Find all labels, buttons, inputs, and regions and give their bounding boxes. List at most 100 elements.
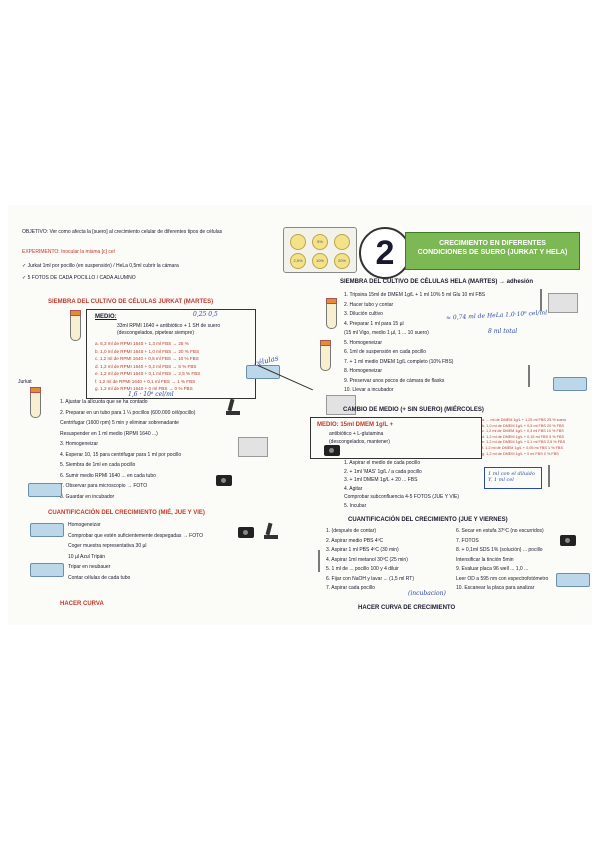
microscope-icon-2: [264, 523, 278, 539]
jurkat-cuant-step: Comprobar que estén suficientemente desp…: [68, 532, 203, 539]
hela-step: 9. Preservar unos pocos de cámara de fla…: [344, 377, 445, 384]
jurkat-plate-icon-2: [28, 483, 62, 497]
hela-dilution-row: b. 1,0 ml de DMEM 1g/L + 0,5 ml FBS 20 %…: [482, 423, 565, 428]
hela-cuant-right-step: 8. + 0,1ml SDS 1% (solución) ... pocillo: [456, 547, 543, 553]
camera-icon-1: [216, 475, 232, 486]
jurkat-step: Centrifugar (1600 rpm) 5 min y eliminar …: [60, 420, 179, 426]
hela-cambio-step: 4. Agitar: [344, 485, 363, 492]
hela-cambio-step: 2. + 1ml 'MAS' 1g/L / a cada pocillo: [344, 468, 422, 475]
jurkat-cuant-step: Coger muestra representativa 30 µl: [68, 543, 147, 549]
hela-step: 6. 1ml de suspensión en cada pocillo: [344, 349, 426, 355]
hela-dilution-row: c. 1,2 ml de DMEM 1g/L + 0,3 ml FBS 10 %…: [482, 429, 564, 434]
hela-step: 3. Dilución cultivo: [344, 311, 383, 317]
jurkat-step: 7. Observar para microscopio → FOTO: [60, 483, 148, 489]
hela-step: 2. Hacer tubo y contar: [344, 301, 394, 308]
hela-cuant-right-step: 6. Secar en estufa 37ºC (no escurridos): [456, 528, 544, 534]
pipette-icon-1: [540, 289, 542, 311]
hela-step: (15 ml Vigo, medio 1 µl, 1 ... 10 suero): [344, 330, 429, 336]
well-2: 5%: [312, 234, 328, 250]
hela-cuant-left-step: 6. Fijar con NaOH y lavar ... (1,5 ml RT…: [326, 575, 414, 582]
hela-tube-icon-2: [320, 340, 331, 371]
jurkat-hacer-curva: HACER CURVA: [60, 601, 104, 607]
well-6: 20%: [334, 253, 350, 269]
hela-cuant-left-step: 7. Aspirar cada pocillo: [326, 585, 375, 591]
hela-medio-label: MEDIO: 15ml DMEM 1g/L +: [317, 422, 394, 428]
section-title: CRECIMIENTO EN DIFERENTES CONDICIONES DE…: [405, 232, 580, 270]
hela-hand-1: ≈ 0,74 ml de HeLa 1,0·10⁶ cel/ml: [445, 309, 548, 322]
jurkat-dilution-row: g. 1,2 ml de RPMI 1640 + 0 ml FBS → 0 % …: [95, 386, 193, 391]
neubauer-icon: [30, 563, 64, 577]
microscope-icon-1: [226, 399, 240, 415]
jurkat-medio-hand: 0,25 0,5: [193, 311, 218, 318]
hela-hacer-curva: HACER CURVA DE CRECIMIENTO: [358, 605, 456, 611]
hela-medio-line-2: antibiótico + L-glutamina: [329, 431, 384, 437]
jurkat-cuant-step: Tripar en neubauer: [68, 564, 111, 570]
jurkat-step: 4. Esperar 10, 15 para centrifugar para …: [60, 451, 182, 458]
hela-cambio-step: 5. Incubar: [344, 502, 367, 509]
hela-cuant-right-step: 10. Escanear la placa para analizar: [456, 585, 535, 591]
check-2-label: 5 FOTOS DE CADA POCILLO / CADA ALUMNO: [27, 275, 136, 281]
camera-icon-2: [238, 527, 254, 538]
hela-title: SIEMBRA DEL CULTIVO DE CÉLULAS HELA (MAR…: [340, 279, 534, 285]
hela-cuant-right-step: Intensificar la tinción 5min: [456, 556, 514, 563]
jurkat-tube-icon: [70, 310, 81, 341]
jurkat-dilution-row: e. 1,2 ml de RPMI 1640 + 0,1 ml FBS → 2,…: [95, 371, 201, 376]
jurkat-medium-box: MEDIO: 0,25 0,5 33ml RPMI 1640 + antibió…: [86, 309, 256, 399]
hela-cambio-step: 1. Aspirar el medio de cada pocillo: [344, 460, 421, 466]
hela-dilution-row: d. 1,2 ml de DMEM 1g/L + 0,15 ml FBS 5 %…: [482, 434, 565, 439]
hela-cambio-step: 3. + 1ml DMEM 1g/L + 20 ... FBS: [344, 477, 418, 483]
hela-bath-icon: [548, 293, 578, 313]
hela-cuant-left-step: 4. Aspirar 1ml metanol 30ºC (25 min): [326, 556, 408, 563]
jurkat-step: 6. Sumir medio RPMI 1640 ... en cada tub…: [60, 472, 156, 479]
pipette-icon-4: [318, 550, 320, 572]
check-1-label: Jurkat 1ml por pocillo (en suspensión) /…: [27, 263, 179, 269]
hela-cuant-left-step: 2. Aspirar medio PBS 4ºC: [326, 537, 384, 544]
jurkat-medio-line-2: (descongelados, pipetear siempre): [117, 330, 194, 336]
jurkat-medio-label: MEDIO:: [95, 314, 117, 320]
experimento-text: EXPERIMENTO: Inocular la misma [c] cel: [22, 249, 115, 255]
well-1: [290, 234, 306, 250]
jurkat-step: 8. Guardar en incubador: [60, 493, 115, 500]
well-5: 10%: [312, 253, 328, 269]
well-3: [334, 234, 350, 250]
hela-step: 7. + 1 ml medio DMEM 1g/L completo (10% …: [344, 358, 454, 365]
hela-step: 10. Llevar a incubador: [344, 387, 394, 393]
hela-plate-icon: [553, 377, 587, 391]
jurkat-cuant-step: Homogeneizar: [68, 522, 101, 528]
hela-hand-2: 8 ml total: [488, 328, 518, 335]
jurkat-hand-mid: 1,6 · 10⁶ cel/ml: [128, 391, 174, 398]
hela-cambio-step: Comprobar subconfluencia 4-5 FOTOS (JUE …: [344, 494, 460, 500]
protocol-sheet: OBJETIVO: Ver como afecta la [suero] al …: [8, 205, 592, 625]
jurkat-cuant-step: 10 µl Azul Tripán: [68, 553, 106, 560]
jurkat-step: Resuspender en 1 ml medio (RPMI 1640 ...…: [60, 430, 158, 437]
pipette-icon-3: [548, 465, 550, 487]
hela-dilution-row: f. 1,2 ml de DMEM 1g/L + 0,05 ml FBS 1 %…: [482, 446, 563, 450]
jurkat-step: 2. Preparar en un tubo para 1 ¼ pocillos…: [60, 409, 196, 416]
well-4: 2,5%: [290, 253, 306, 269]
jurkat-step: 1. Ajustar la alícuota que se ha contado: [60, 399, 148, 405]
hela-cambio-title: CAMBIO DE MEDIO (+ SIN SUERO) (MIÉRCOLES…: [343, 407, 484, 413]
hela-dilution-row: e. 1,2 ml de DMEM 1g/L + 0,1 ml FBS 2,5 …: [482, 440, 566, 445]
section-title-line-2: CONDICIONES DE SUERO (JURKAT Y HELA): [417, 249, 568, 257]
jurkat-dilution-row: a. 6,3 ml de RPMI 1640 + 1,3 ml FBS → 25…: [95, 341, 189, 346]
jurkat-flask-icon: [30, 387, 41, 418]
camera-icon-3: [324, 445, 340, 456]
hela-medium-box: MEDIO: 15ml DMEM 1g/L + antibiótico + L-…: [310, 417, 482, 459]
hela-cuant-left-step: 1. (después de contar): [326, 528, 377, 534]
objetivo-text: OBJETIVO: Ver como afecta la [suero] al …: [22, 229, 223, 235]
hela-hand-box-text: 1 ml con el diluido Y, 1 ml cel: [488, 471, 535, 483]
hela-step: 5. Homogeneizar: [344, 339, 383, 346]
jurkat-step: 3. Homogeneizar: [60, 441, 99, 447]
jurkat-title: SIEMBRA DEL CULTIVO DE CÉLULAS JURKAT (M…: [48, 299, 214, 305]
jurkat-step: 5. Siembra de 1ml en cada pocillo: [60, 462, 136, 468]
hela-cuant-left-step: 5. 1 ml de ... pocillo 100 y 4 diluir: [326, 566, 399, 572]
camera-icon-4: [560, 535, 576, 546]
jurkat-plate-icon: [246, 365, 280, 379]
jurkat-dilution-row: f. 1,2 ml de RPMI 1640 + 0,1 ml FBS → 1 …: [95, 378, 196, 384]
hela-step: 4. Preparar 1 ml para 15 µl: [344, 320, 404, 327]
hela-cuant-title: CUANTIFICACIÓN DEL CRECIMIENTO (JUE Y VI…: [348, 517, 508, 523]
hela-step: 1. Tripsina 15ml de DMEM 1g/L + 1 ml 10%…: [344, 292, 486, 298]
hela-dilution-row: g. 1,2 ml de DMEM 1g/L + 0 ml FBS 0 % FB…: [482, 451, 559, 456]
jurkat-cuant-step: Contar células de cada tubo: [68, 574, 131, 581]
well-plate-illustration: 5% 2,5% 10% 20%: [283, 227, 357, 273]
